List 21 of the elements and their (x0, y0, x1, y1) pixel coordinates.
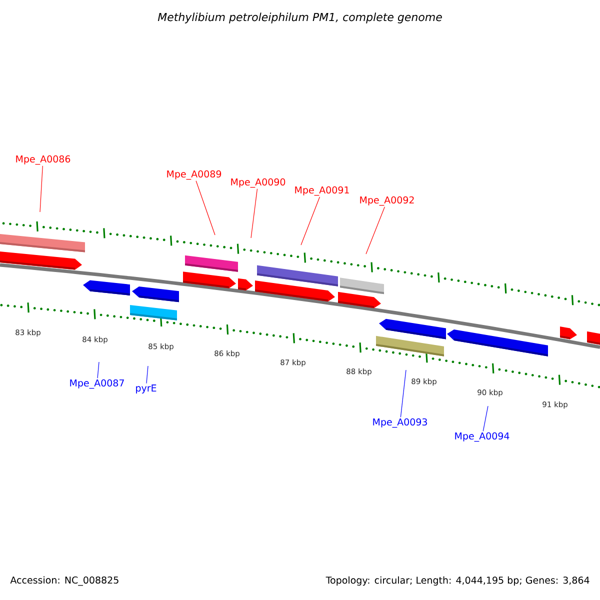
gene-label: Mpe_A0092 (360, 196, 414, 206)
gene-label: Mpe_A0087 (70, 379, 124, 389)
leader-line (40, 166, 43, 212)
gene-label: Mpe_A0090 (231, 178, 286, 188)
leader-line (250, 188, 258, 238)
gene-label: Mpe_A0086 (16, 155, 70, 165)
accession-text: Accession: NC_008825 (10, 576, 118, 586)
leader-line (97, 362, 100, 378)
title: Methylibium petroleiphilum PM1, complete genome (158, 12, 442, 24)
gene-label: pyrE (136, 384, 156, 394)
leader-line (146, 366, 148, 384)
gene-label: Mpe_A0091 (295, 186, 349, 196)
leader-line (300, 196, 320, 246)
gene-label: Mpe_A0094 (455, 432, 510, 442)
leader-line (196, 180, 216, 236)
gene-label: Mpe_A0089 (167, 170, 222, 180)
gene-label: Mpe_A0093 (373, 418, 427, 428)
leader-line (366, 206, 385, 254)
leader-line (400, 370, 406, 418)
genome-info-text: Topology: circular; Length: 4,044,195 bp; Genes: 3,864 (326, 576, 590, 586)
leader-line (482, 406, 488, 432)
